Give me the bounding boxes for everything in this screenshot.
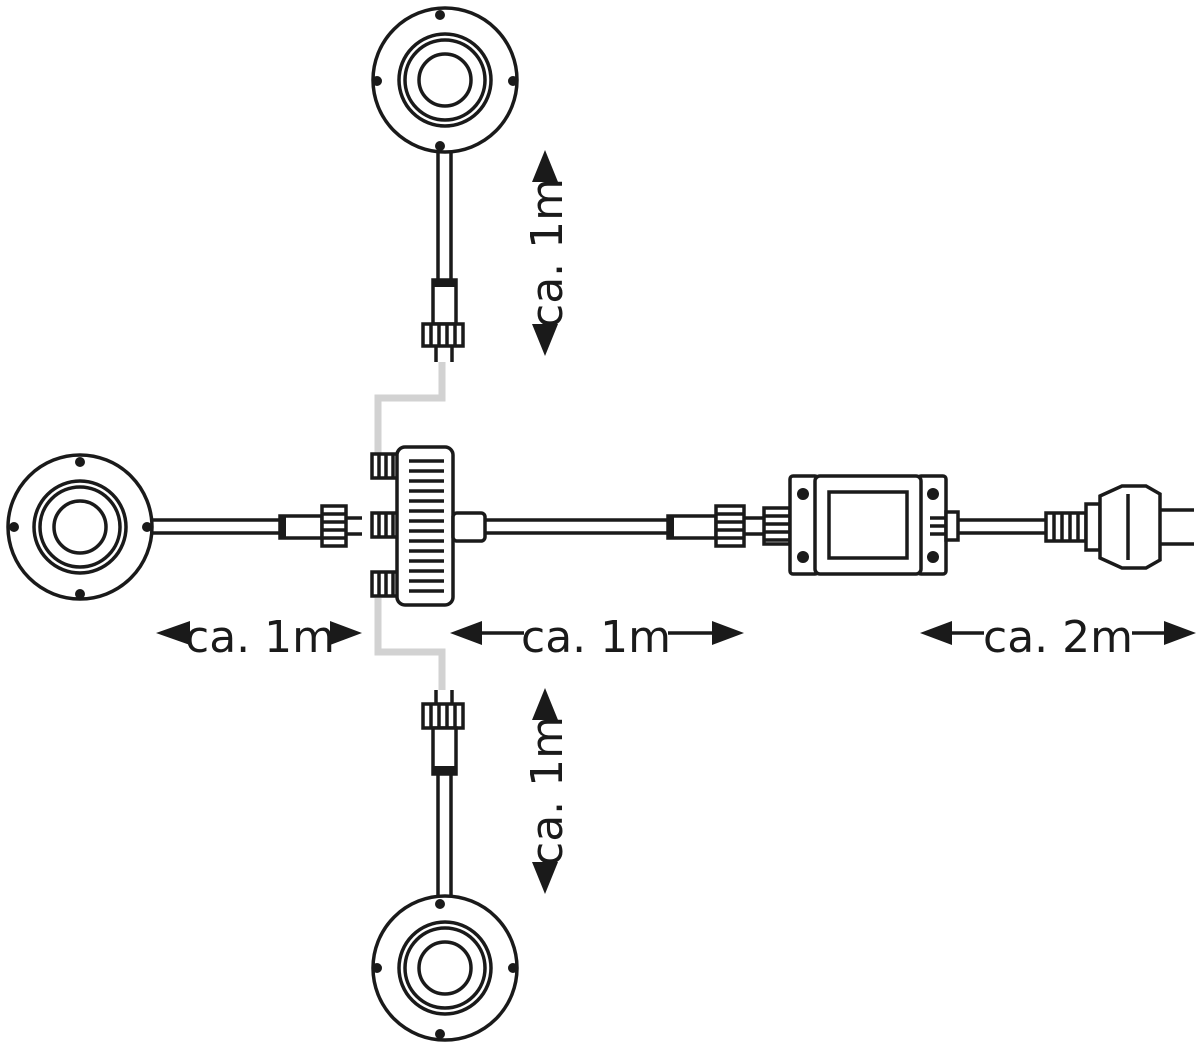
gray-wire-top <box>374 362 446 458</box>
middle-cable-length-label: ca. 1m <box>521 612 671 663</box>
left-cable-length-label: ca. 1m <box>185 612 335 663</box>
middle-cable <box>485 518 668 535</box>
top-connector-icon <box>421 278 465 362</box>
dimension-middle-cable: ca. 1m <box>450 612 744 663</box>
power-cable-length-label: ca. 2m <box>983 612 1133 663</box>
middle-connector-icon <box>666 504 764 548</box>
top-cable-length-label: ca. 1m <box>522 178 573 328</box>
left-spotlight-icon <box>6 453 154 601</box>
splitter-icon <box>370 445 487 607</box>
top-cable <box>436 152 453 280</box>
bottom-cable-length-label: ca. 1m <box>522 716 573 866</box>
power-cable <box>958 518 1046 535</box>
gray-wire-bottom <box>374 598 446 690</box>
bottom-cable <box>436 774 453 896</box>
dimension-left-cable: ca. 1m <box>156 612 362 663</box>
left-connector-icon <box>278 504 362 548</box>
bottom-connector-icon <box>421 690 465 776</box>
left-cable <box>152 518 280 535</box>
euro-plug-icon <box>1044 484 1194 570</box>
dimension-bottom-cable: ca. 1m <box>522 688 573 894</box>
transformer-icon <box>762 474 960 576</box>
dimension-top-cable: ca. 1m <box>522 150 573 356</box>
top-spotlight-icon <box>371 6 519 154</box>
dimension-power-cable: ca. 2m <box>920 612 1196 663</box>
bottom-spotlight-icon <box>371 894 519 1042</box>
